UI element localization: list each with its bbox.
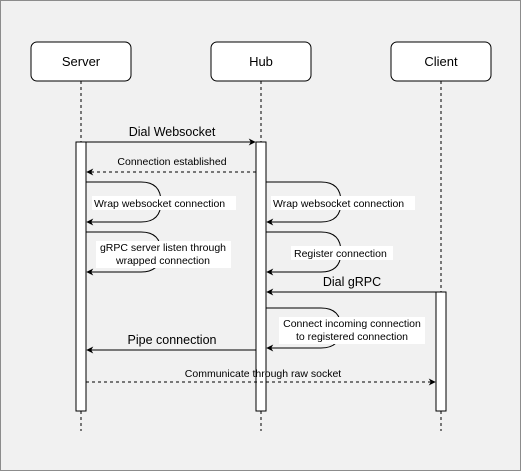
actor-server: Server [30,41,132,82]
msg-pipe-connection: Pipe connection [86,333,256,354]
actor-server-label: Server [62,54,101,69]
msg-grpc-listen-label-1: gRPC server listen through [100,242,226,254]
msg-connection-established: Connection established [86,156,256,176]
hub-activation [255,141,267,412]
msg-dial-grpc: Dial gRPC [266,275,436,296]
msg-dial-websocket: Dial Websocket [86,125,256,146]
actor-hub: Hub [210,41,312,82]
client-activation [435,291,447,412]
msg-grpc-listen-label-2: wrapped connection [115,255,210,267]
msg-connection-established-label: Connection established [117,156,226,168]
msg-hub-wrap-label: Wrap websocket connection [273,198,404,210]
msg-server-wrap: Wrap websocket connection [86,181,236,226]
actor-client-label: Client [424,54,458,69]
msg-dial-websocket-label: Dial Websocket [129,125,216,139]
msg-hub-wrap: Wrap websocket connection [266,181,415,226]
msg-communicate: Communicate through raw socket [86,368,436,386]
msg-connect-incoming-label-1: Connect incoming connection [283,318,421,330]
msg-communicate-label: Communicate through raw socket [185,368,341,380]
msg-grpc-listen: gRPC server listen through wrapped conne… [86,231,231,276]
server-activation [75,141,87,412]
msg-connect-incoming: Connect incoming connection to registere… [266,307,425,352]
actor-hub-label: Hub [249,54,273,69]
actor-client: Client [390,41,492,82]
msg-server-wrap-label: Wrap websocket connection [94,198,225,210]
msg-pipe-connection-label: Pipe connection [128,333,217,347]
msg-register-connection-label: Register connection [294,248,387,260]
msg-dial-grpc-label: Dial gRPC [323,275,381,289]
msg-connect-incoming-label-2: to registered connection [296,331,408,343]
msg-register-connection: Register connection [266,231,393,276]
